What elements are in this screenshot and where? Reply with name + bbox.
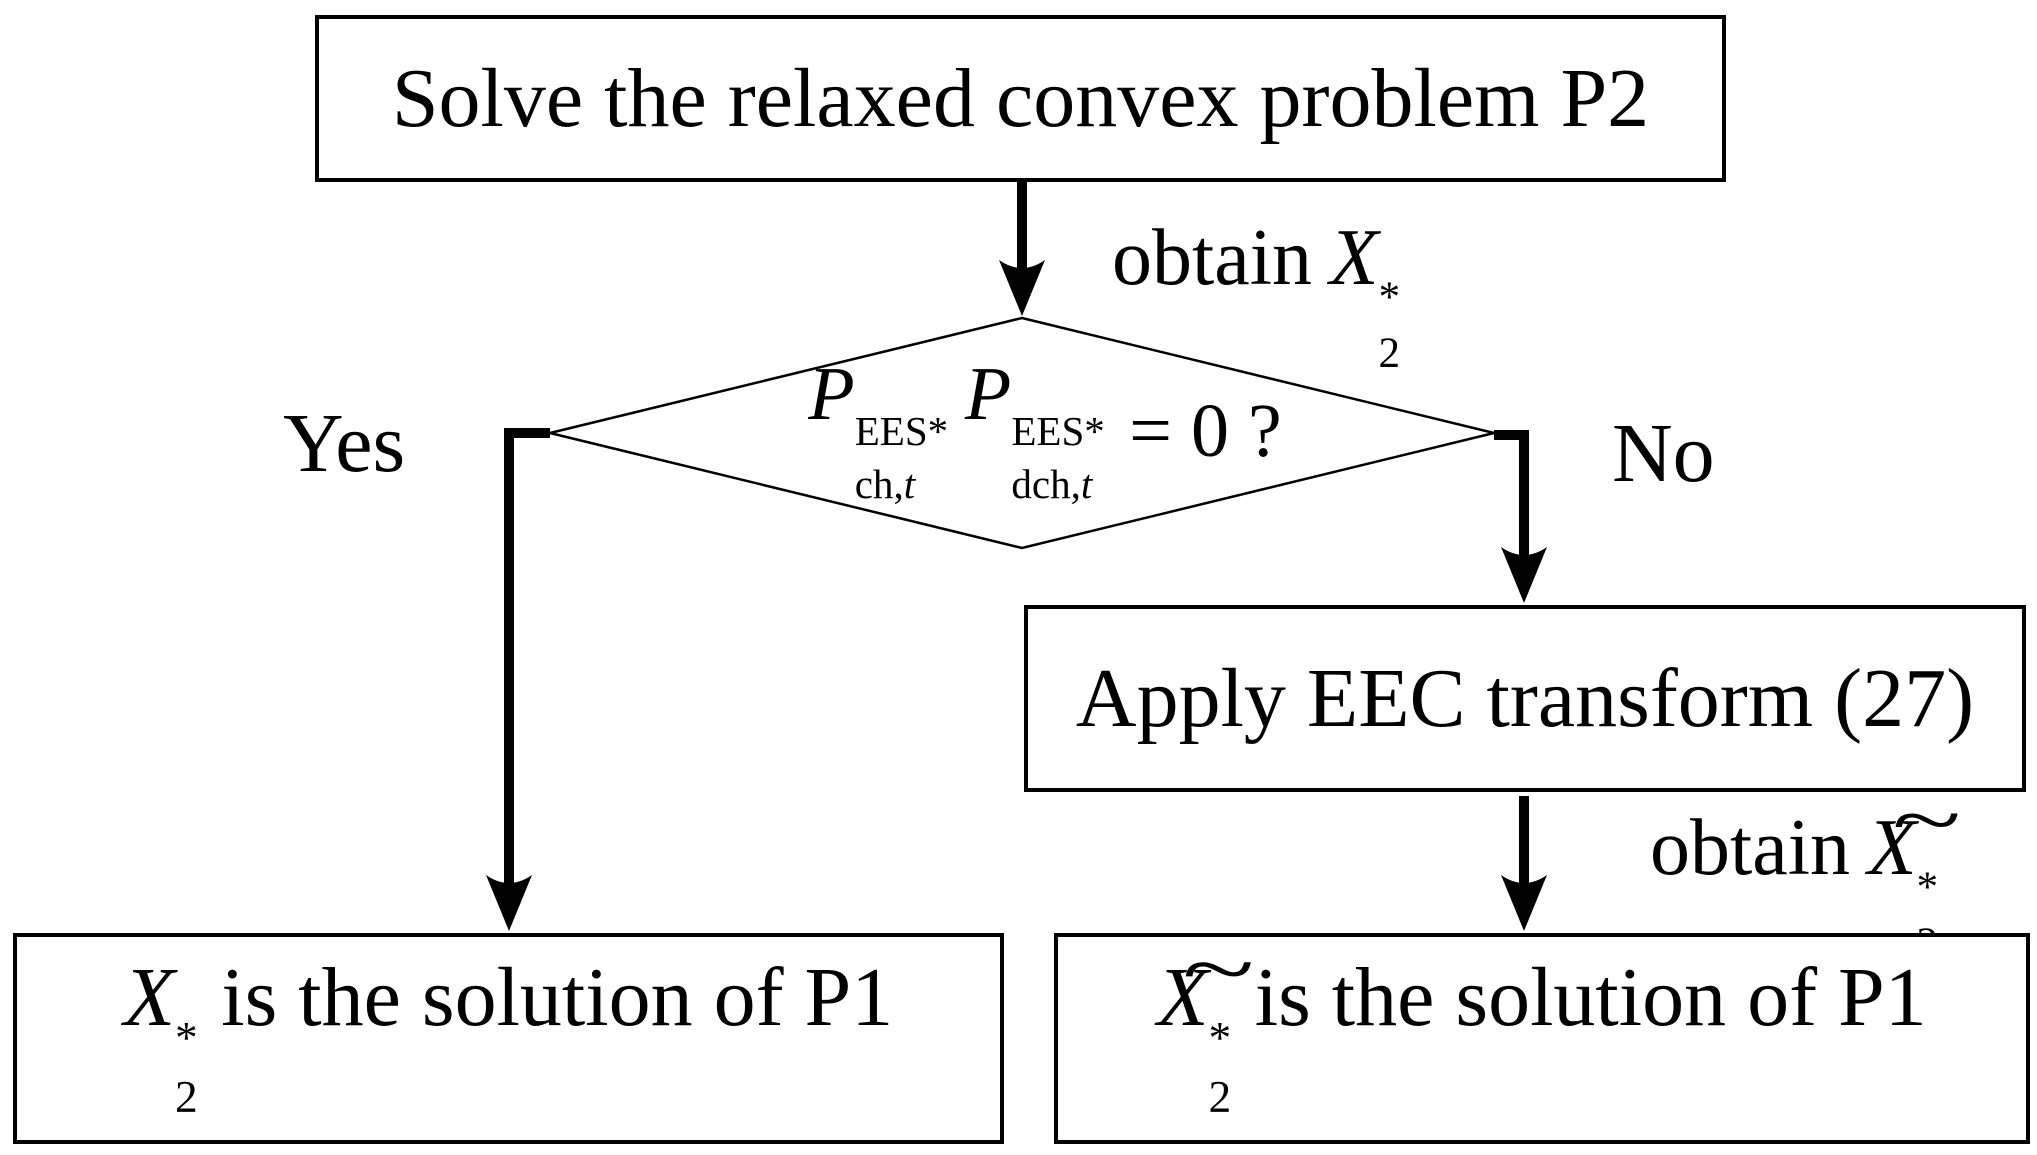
edge-label-no: No [1612,412,1715,496]
obtain-x2t-base: X [1867,804,1917,892]
node-solve-p2-label: Solve the relaxed convex problem P2 [391,51,1650,145]
tilde-accent: ~ [1891,776,1961,865]
edge-no-branch [1494,430,1529,578]
edge-yes-branch [504,428,550,904]
node-apply-eec: Apply EEC transform (27) [1024,605,2026,792]
arrowhead-into-left-result [486,875,532,931]
term-p-dch-sub-var: t [1080,460,1093,507]
term-p-dch-sup: EES* [1011,407,1105,454]
edge-label-obtain-x2-tilde: obtain~X*2 [1650,781,1961,965]
decision-diamond [549,316,1495,550]
obtain-x2t-prefix: obtain [1650,804,1850,892]
result-x2t-sup: * [1208,1013,1232,1064]
obtain-x2-var: X [1329,214,1379,302]
result-x2t-sub: 2 [1208,1072,1232,1123]
tilde-accent: ~ [1182,922,1256,1016]
result-x2t-base: X [1157,951,1209,1045]
arrowhead-into-right-result [1501,875,1547,931]
result-x2-label: is the solution of P1 [221,951,894,1045]
term-p-ch-sup: EES* [854,407,949,454]
term-p-ch-sub-var: t [903,460,916,507]
node-result-x2: X* 2 is the solution of P1 [13,933,1004,1144]
result-x2t-expression: ~X* 2 is the solution of P1 [1157,927,1927,1123]
obtain-x2-sub: 2 [1378,329,1401,377]
term-p-ch-base: P [808,352,855,437]
arrowhead-into-apply [1501,547,1547,603]
obtain-x2-sup: * [1378,273,1401,321]
term-p-ch-sub: ch, [854,460,904,507]
result-x2t-label: is the solution of P1 [1254,951,1927,1045]
result-x2t-var: ~X [1157,927,1255,1045]
term-p-dch-base: P [964,352,1012,437]
result-x2-sup: * [175,1013,198,1064]
result-x2-var: X [123,951,176,1045]
obtain-x2t-var: ~X [1867,781,1961,892]
node-apply-eec-label: Apply EEC transform (27) [1075,651,1975,745]
node-result-x2-tilde: ~X* 2 is the solution of P1 [1054,927,2030,1144]
yes-text: Yes [283,397,406,490]
edge-label-yes: Yes [283,402,405,486]
arrowhead-into-decision [999,260,1045,316]
decision-equals-zero: = 0 ? [1129,388,1282,473]
no-text: No [1612,407,1715,500]
result-x2-sub: 2 [175,1072,198,1123]
obtain-x2-prefix: obtain [1112,214,1312,302]
node-solve-p2: Solve the relaxed convex problem P2 [315,15,1726,182]
obtain-x2t-sup: * [1916,863,1939,911]
term-p-dch-sub: dch, [1011,460,1081,507]
